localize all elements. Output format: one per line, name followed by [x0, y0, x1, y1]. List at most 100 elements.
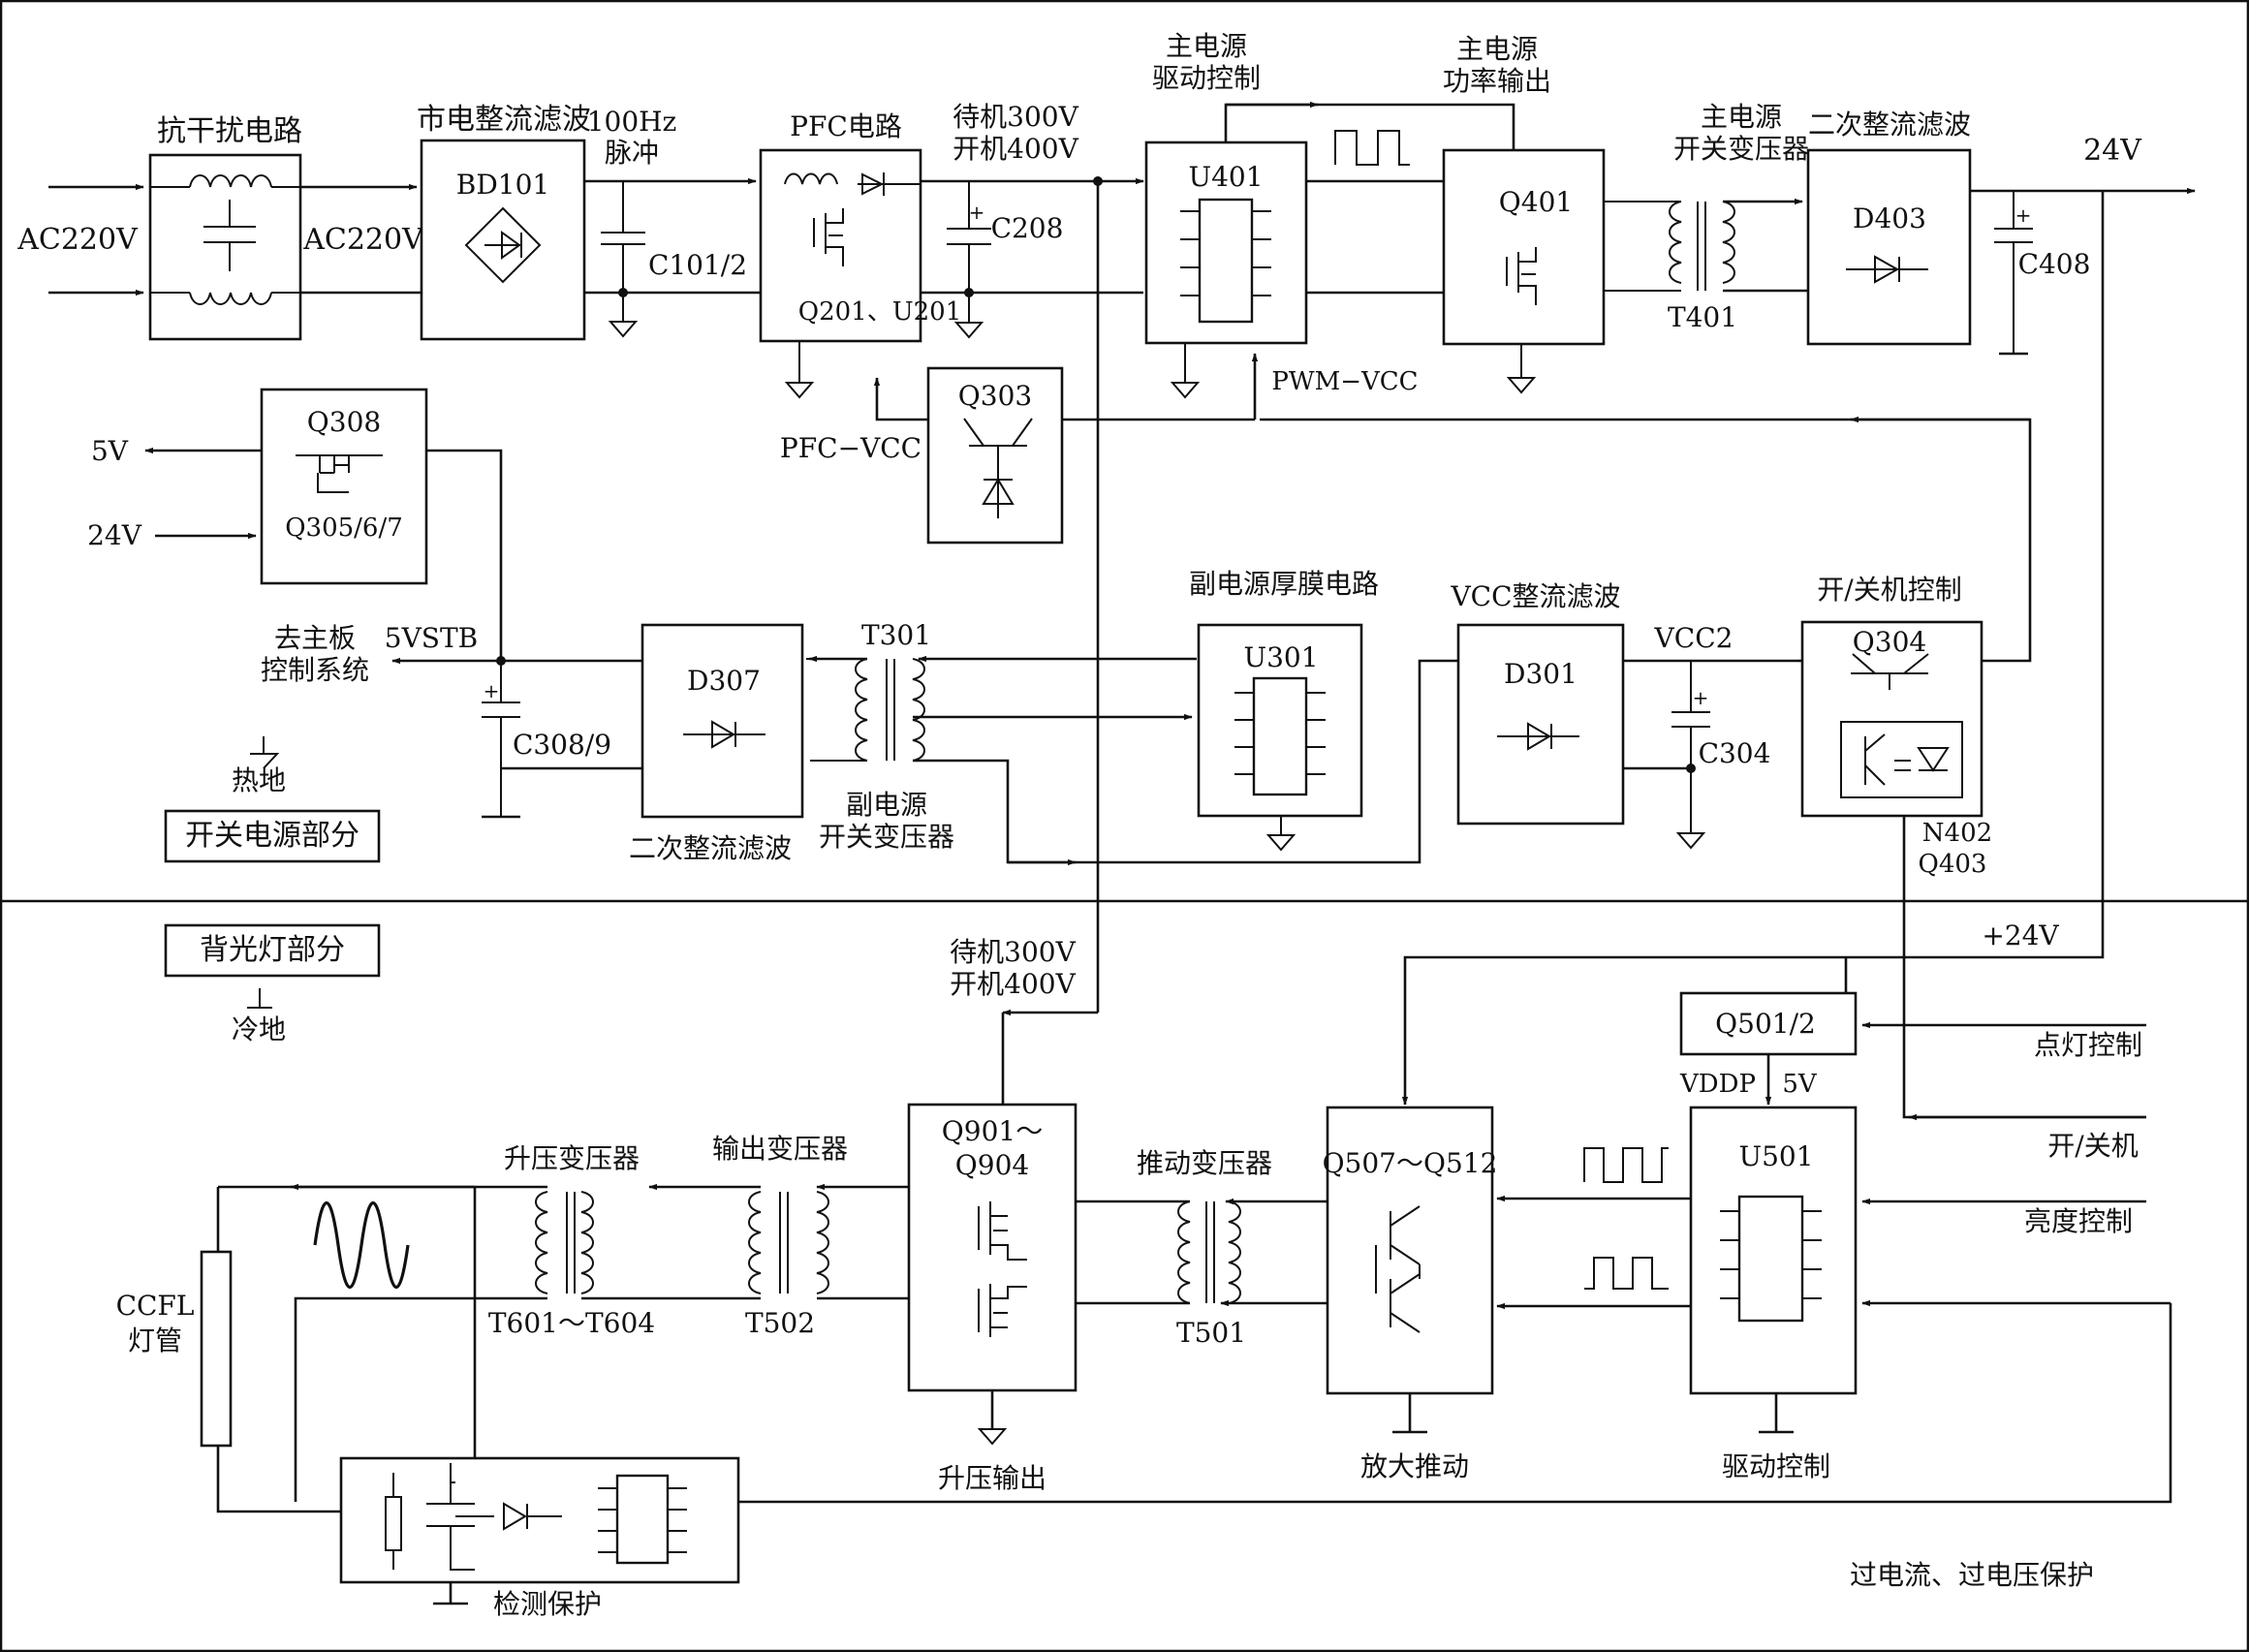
q303-transistor-icon [963, 418, 1033, 518]
c308-label: C308/9 [513, 729, 611, 761]
c408-capacitor-icon [1994, 191, 2033, 354]
hz-label: 100Hz [587, 106, 677, 138]
u501-ground-icon [1759, 1393, 1794, 1434]
pfc-vcc-label: PFC−VCC [780, 432, 921, 464]
drive-pulse-top-icon [1583, 1147, 1669, 1183]
t401-title-2: 开关变压器 [1673, 133, 1809, 165]
detect-circuit-icon [392, 1463, 562, 1571]
backlight-section-header: 背光灯部分 冷地 [164, 923, 381, 1045]
out-xfmr-title: 输出变压器 [712, 1133, 848, 1165]
t502-label: T502 [745, 1307, 815, 1339]
pfc-inductor-icon [784, 172, 838, 185]
choke-top-icon [189, 174, 272, 188]
q303-block: Q303 PFC−VCC [780, 366, 1255, 545]
d307-block: D307 二次整流滤波 [629, 623, 804, 864]
c304-capacitor-icon [1671, 661, 1710, 828]
onoff-control-block: 开/关机控制 Q304 N402 Q403 [1260, 416, 2146, 1121]
5v-b-label: 5V [1782, 1070, 1818, 1099]
protection-label: 过电流、过电压保护 [1850, 1559, 2094, 1591]
sub-xfmr-title-2: 开关变压器 [819, 821, 954, 853]
detect-protect-block: 检测保护 [339, 1456, 740, 1620]
c304-ground-icon [1675, 828, 1706, 850]
boost-out-label: 升压输出 [938, 1462, 1046, 1494]
pfc-title: PFC电路 [790, 110, 902, 142]
main-power-title-2: 功率输出 [1443, 65, 1551, 97]
thick-film-title: 副电源厚膜电路 [1189, 568, 1379, 600]
bd101-label: BD101 [456, 169, 549, 201]
q507-label: Q507～Q512 [1323, 1147, 1498, 1179]
ground-icon [608, 293, 639, 338]
mosfet-bottom-icon [978, 1284, 1027, 1337]
optocoupler-icon [1840, 721, 1963, 798]
pfc-block: PFC电路 Q201、U201 [759, 110, 961, 399]
t401-label: T401 [1668, 301, 1737, 333]
ac-mid-label: AC220V [302, 223, 424, 257]
d301-label: D301 [1504, 658, 1577, 690]
onoff-label: 开/关机 [2047, 1130, 2138, 1162]
q308-mosfet-icon [296, 454, 383, 493]
onoff-ctrl-title: 开/关机控制 [1817, 574, 1961, 606]
rectifier-title: 市电整流滤波 [417, 103, 591, 137]
q201-label: Q201、U201 [798, 297, 961, 327]
ac-input: AC220V [16, 183, 144, 296]
x-capacitor-icon [203, 200, 256, 271]
detect-label: 检测保护 [493, 1588, 602, 1620]
sub-xfmr-title-1: 副电源 [846, 789, 927, 821]
u301-label: U301 [1243, 641, 1318, 673]
q401-ground-icon [1506, 344, 1537, 394]
c304-label: C304 [1699, 737, 1771, 769]
standby-300v-bottom-label: 待机300V [950, 936, 1076, 968]
vddp-label: VDDP [1679, 1070, 1756, 1099]
rectified-bus: 100Hz 脉冲 C101/2 [584, 106, 761, 338]
t401-primary-icon [1669, 201, 1682, 284]
q501-label: Q501/2 [1715, 1008, 1816, 1040]
on-400v-bottom-label: 开机400V [950, 968, 1076, 1000]
t401-transformer: 主电源 开关变压器 T401 [1604, 101, 1809, 333]
d301-block: VCC整流滤波 D301 VCC2 + C304 [1450, 580, 1797, 850]
d403-label: D403 [1853, 203, 1926, 234]
q303-label: Q303 [958, 380, 1032, 412]
t301-primary-icon [912, 658, 925, 762]
q401-mosfet-icon [1506, 247, 1537, 305]
backlight-section-label: 背光灯部分 [200, 933, 345, 967]
hot-ground-icon [250, 736, 280, 769]
emi-filter-title: 抗干扰电路 [157, 114, 302, 148]
t501-secondary-icon [1177, 1200, 1191, 1304]
cold-ground-icon [247, 988, 272, 1009]
t401-secondary-icon [1722, 201, 1735, 284]
d301-diode-icon [1497, 722, 1579, 751]
d307-diode-icon [683, 720, 765, 749]
q304-transistor-icon [1851, 653, 1929, 690]
t601-transformer: 升压变压器 T601～T604 [218, 1142, 655, 1502]
to-main-board-2: 控制系统 [261, 654, 369, 686]
u301-ground-icon [1265, 816, 1296, 852]
q303-zener-icon [982, 478, 1015, 505]
to-main-board-1: 去主板 [274, 622, 356, 654]
sec-rect-title: 二次整流滤波 [1808, 109, 1971, 140]
pulse-waveform-icon [1334, 130, 1410, 166]
boost-xfmr-title: 升压变压器 [504, 1142, 640, 1174]
push-xfmr-title: 推动变压器 [1137, 1147, 1272, 1179]
drive-signal [1224, 101, 1515, 295]
plus24v-label: +24V [1982, 920, 2059, 951]
brightness-ctrl-label: 亮度控制 [2024, 1205, 2133, 1237]
t501-transformer: 推动变压器 T501 [1076, 1147, 1272, 1349]
d403-diode-icon [1846, 255, 1928, 284]
vcc2-label: VCC2 [1654, 622, 1734, 654]
t301-transformer: T301 副电源 开关变压器 [806, 619, 1458, 866]
boost-ground-icon [977, 1428, 1008, 1446]
svg-text:+: + [2015, 203, 2032, 227]
5vstb-label: 5VSTB [385, 622, 478, 654]
u401-ic-icon [1198, 198, 1254, 324]
pfc-output-bus: 待机300V 开机400V + C208 [921, 101, 1144, 1016]
u501-ic-icon [1737, 1195, 1804, 1323]
ac-input-label: AC220V [16, 223, 139, 257]
emi-filter-block: 抗干扰电路 [148, 114, 302, 341]
drive-ctrl-label: 驱动控制 [1722, 1450, 1830, 1482]
svg-text:+: + [484, 679, 500, 702]
q901-label-1: Q901～ [942, 1115, 1043, 1147]
main-power-title-1: 主电源 [1456, 33, 1538, 65]
ccfl-lamp: CCFL 灯管 [116, 1187, 341, 1513]
main-drive-title-2: 驱动控制 [1152, 62, 1261, 94]
